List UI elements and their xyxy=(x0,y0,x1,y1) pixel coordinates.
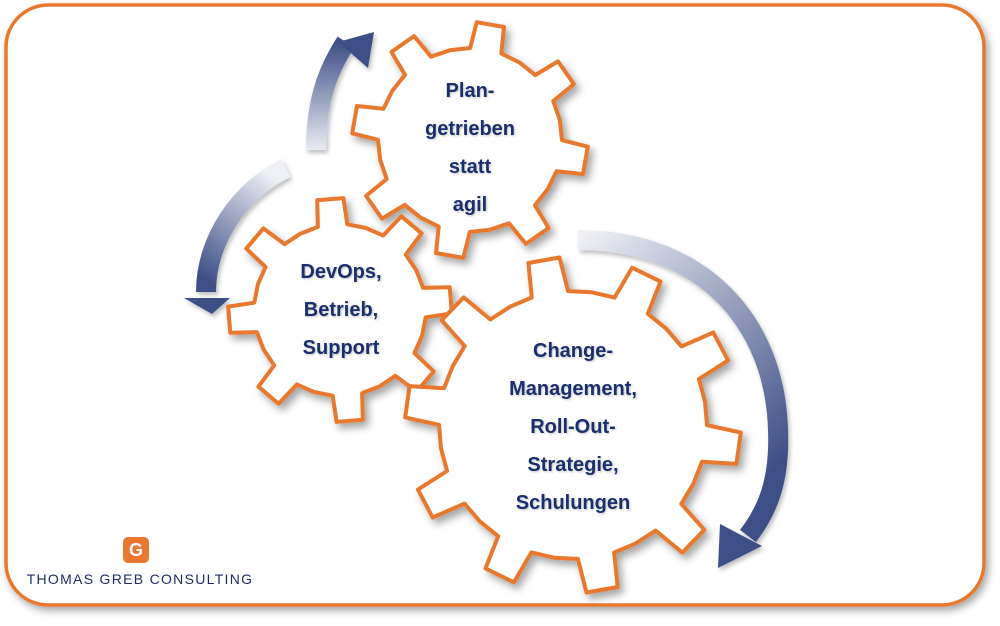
gear-label-line: Change- xyxy=(533,340,613,362)
gear-icon xyxy=(403,255,743,595)
logo-mark-icon: G xyxy=(123,537,149,563)
gear-label-line: statt xyxy=(448,156,492,178)
gear-icon xyxy=(350,20,590,260)
curved-arrow-icon xyxy=(184,158,291,314)
gear-label-line: getrieben xyxy=(424,118,516,140)
gear-label-line: Plan- xyxy=(445,80,495,102)
gear-label-line: DevOps, xyxy=(300,261,382,283)
curved-arrow-icon xyxy=(306,32,374,151)
gear-label-line: Strategie, xyxy=(527,454,619,476)
curved-arrow-icon xyxy=(577,230,789,568)
logo-text: THOMAS GREB CONSULTING xyxy=(26,571,254,587)
company-logo: G THOMAS GREB CONSULTING xyxy=(20,537,260,597)
gear-label-line: Schulungen xyxy=(515,492,631,514)
gear-label-line: Betrieb, xyxy=(303,299,379,321)
gear-label-line: Support xyxy=(302,337,380,359)
gear-label-change: Change- Management, Roll-Out- Strategie,… xyxy=(488,332,658,522)
gear-label-line: agil xyxy=(452,194,488,216)
gear-label-line: Roll-Out- xyxy=(530,416,616,438)
gear-icon xyxy=(226,196,454,424)
gear-label-devops: DevOps, Betrieb, Support xyxy=(266,253,416,367)
gear-label-plan: Plan- getrieben statt agil xyxy=(395,72,545,224)
gear-label-line: Management, xyxy=(509,378,637,400)
